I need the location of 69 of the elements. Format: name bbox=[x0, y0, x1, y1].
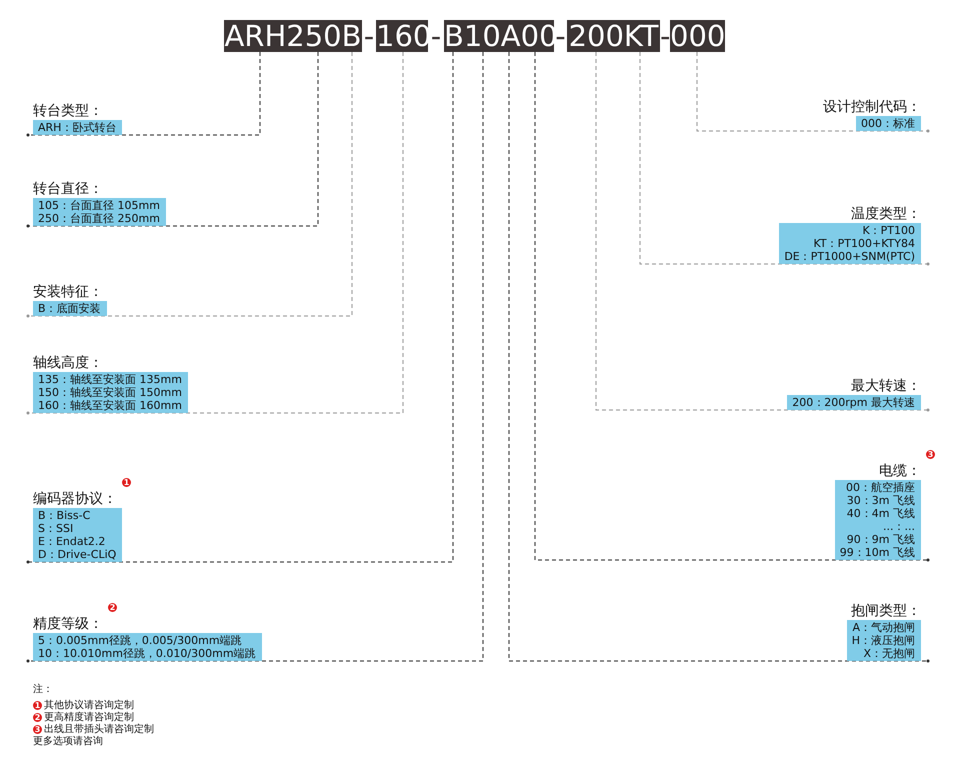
hyphen: - bbox=[554, 20, 567, 52]
option-text: 200：200rpm 最大转速 bbox=[792, 396, 915, 409]
option-text: X：无抱闸 bbox=[862, 647, 915, 660]
field-heading: 设计控制代码： bbox=[823, 99, 921, 115]
option-text: 30：3m 飞线 bbox=[846, 494, 915, 507]
code-segment: B10A00 bbox=[444, 20, 554, 52]
field-heading: 温度类型： bbox=[851, 206, 921, 222]
code-segment: 200KT bbox=[567, 20, 660, 52]
field-heading: 电缆： bbox=[879, 463, 921, 479]
option-text: A：气动抱闸 bbox=[852, 621, 915, 634]
code-segment: 000 bbox=[670, 20, 725, 52]
leader-line bbox=[534, 52, 930, 562]
option-text: K：PT100 bbox=[861, 224, 915, 237]
option-text: S：SSI bbox=[38, 522, 74, 535]
field-heading: 安装特征： bbox=[33, 284, 103, 300]
footnote-marker: 1 bbox=[33, 700, 42, 710]
option-text: 00：航空插座 bbox=[845, 481, 915, 494]
option-text: DE：PT1000+SNM(PTC) bbox=[784, 250, 915, 263]
code-segment: ARH250B bbox=[224, 20, 362, 52]
option-text: H：液压抱闸 bbox=[852, 634, 915, 647]
leader-line bbox=[26, 52, 454, 564]
footnote-marker: 1 bbox=[122, 478, 131, 487]
option-text: ...：... bbox=[882, 520, 915, 533]
option-text: 150：轴线至安装面 150mm bbox=[38, 386, 182, 399]
leader-line bbox=[26, 52, 260, 136]
option-text: B：底面安装 bbox=[38, 302, 101, 315]
note-heading: 注： bbox=[33, 684, 53, 696]
leader-line bbox=[26, 52, 484, 662]
option-text: E：Endat2.2 bbox=[38, 535, 106, 548]
option-text: B：Biss-C bbox=[38, 509, 92, 522]
leader-line bbox=[508, 52, 930, 662]
note-text: 更多选项请咨询 bbox=[33, 736, 103, 748]
code-segment: 160 bbox=[376, 20, 428, 52]
option-text: 135：轴线至安装面 135mm bbox=[38, 373, 182, 386]
leader-line bbox=[26, 52, 318, 228]
leader-line bbox=[640, 52, 930, 266]
option-text: ARH：卧式转台 bbox=[38, 121, 116, 134]
option-text: 000：标准 bbox=[861, 117, 915, 130]
footnote-marker: 3 bbox=[926, 450, 935, 459]
note-text: 更高精度请咨询定制 bbox=[44, 712, 134, 723]
option-text: 90：9m 飞线 bbox=[846, 533, 915, 546]
field-heading: 编码器协议： bbox=[33, 491, 117, 507]
option-text: KT：PT100+KTY84 bbox=[812, 237, 915, 250]
option-text: 5：0.005mm径跳，0.005/300mm端跳 bbox=[38, 634, 243, 647]
leader-line bbox=[26, 52, 352, 318]
field-heading: 精度等级： bbox=[33, 616, 103, 632]
footnote-marker: 2 bbox=[33, 712, 42, 722]
option-text: D：Drive-CLiQ bbox=[38, 548, 116, 561]
footnote-marker: 3 bbox=[33, 724, 42, 734]
field-heading: 转台类型： bbox=[33, 103, 103, 119]
leader-line bbox=[26, 52, 404, 414]
option-text: 105：台面直径 105mm bbox=[38, 199, 160, 212]
option-text: 40：4m 飞线 bbox=[846, 507, 915, 520]
hyphen: - bbox=[362, 20, 376, 52]
leader-line bbox=[596, 52, 930, 412]
option-text: 99：10m 飞线 bbox=[840, 546, 915, 559]
leader-line bbox=[696, 52, 930, 132]
field-heading: 轴线高度： bbox=[33, 355, 103, 371]
option-text: 160：轴线至安装面 160mm bbox=[38, 399, 182, 412]
field-heading: 转台直径： bbox=[33, 181, 103, 197]
footnote-marker: 2 bbox=[108, 603, 117, 612]
hyphen: - bbox=[660, 20, 670, 52]
note-text: 出线且带插头请咨询定制 bbox=[44, 724, 154, 735]
field-heading: 最大转速： bbox=[851, 378, 921, 394]
option-text: 250：台面直径 250mm bbox=[38, 212, 160, 225]
option-text: 10：10.010mm径跳，0.010/300mm端跳 bbox=[38, 647, 256, 660]
hyphen: - bbox=[430, 20, 442, 52]
note-text: 其他协议请咨询定制 bbox=[44, 700, 134, 711]
field-heading: 抱闸类型： bbox=[851, 603, 921, 619]
